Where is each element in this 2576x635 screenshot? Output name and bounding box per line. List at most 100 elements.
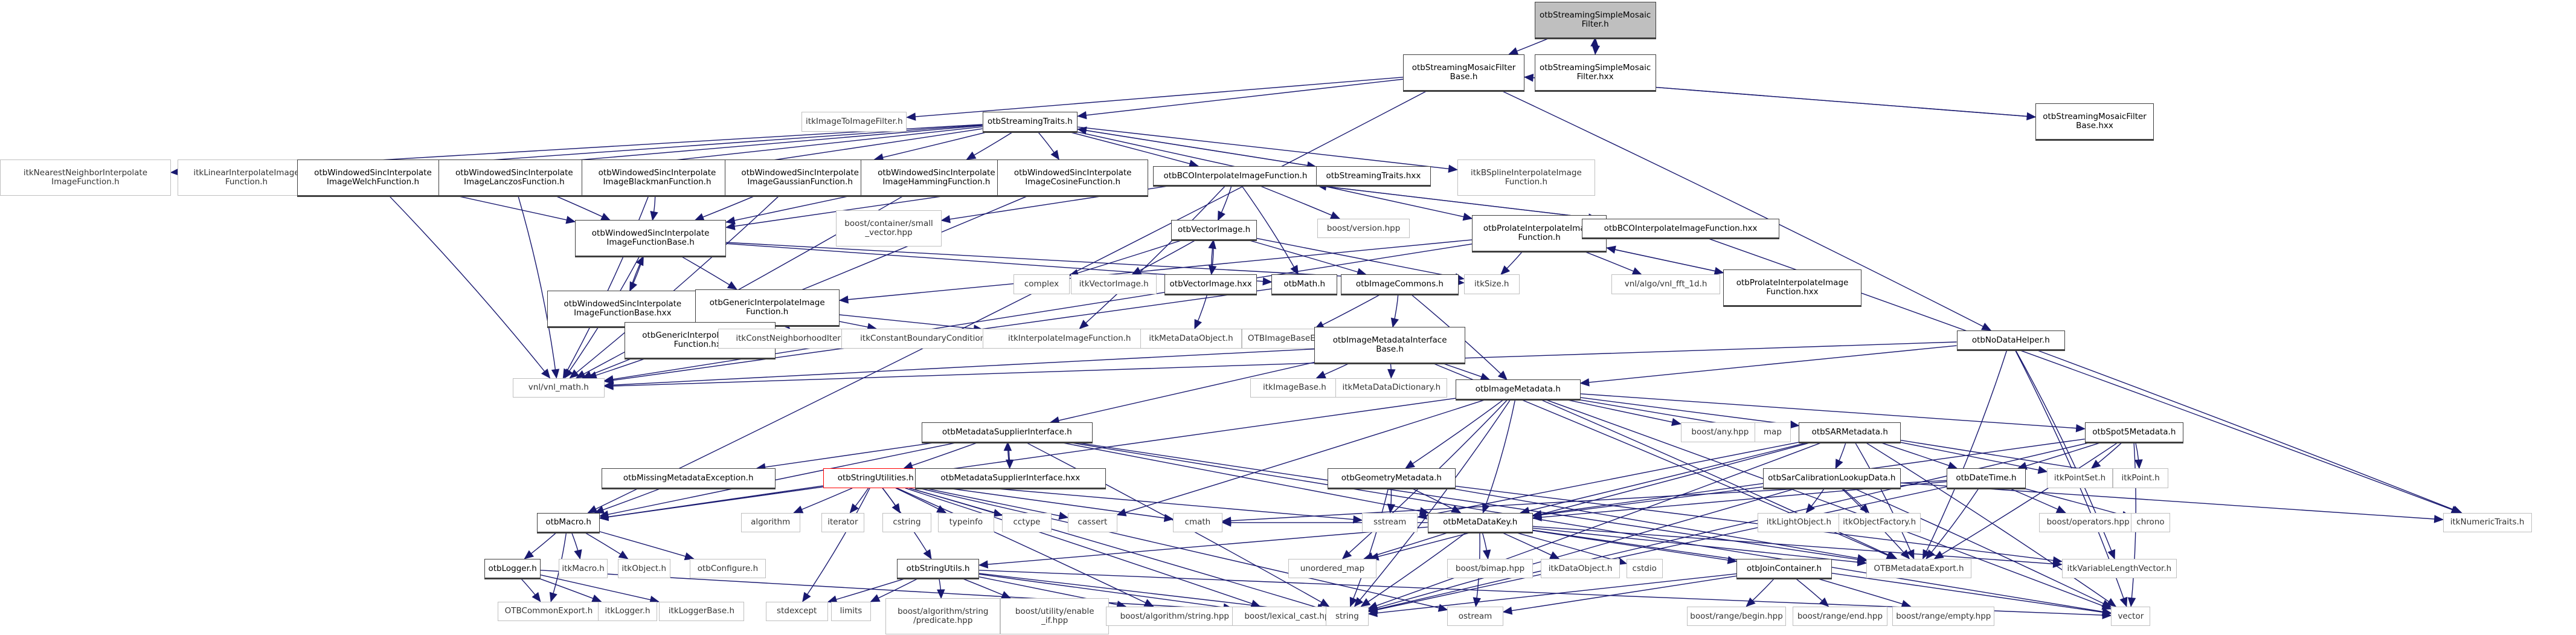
arrowhead-wsBase-to-otbMath: [1262, 277, 1273, 286]
edge-mdKey-to-joinContainer: [1532, 530, 1737, 562]
node-smallVec: boost/container/small _vector.hpp: [836, 210, 942, 247]
node-dateTime[interactable]: otbDateTime.h: [1947, 468, 2026, 488]
node-welch[interactable]: otbWindowedSincInterpolate ImageWelchFun…: [297, 159, 449, 196]
edge-mdKey-to-strUtils: [979, 526, 1428, 566]
node-missingMd[interactable]: otbMissingMetadataException.h: [601, 468, 776, 488]
arrowhead-joinContainer-to-rangeEnd: [1819, 597, 1829, 607]
edge-strUtils-to-boostLexCast: [979, 573, 1233, 609]
node-generic[interactable]: otbGenericInterpolateImage Function.h: [695, 289, 840, 326]
arrowhead-welch-to-vnlMath: [541, 369, 551, 379]
node-imdIfBase[interactable]: otbImageMetadataInterface Base.h: [1314, 327, 1466, 364]
edge-traitsHxx-to-traits: [1078, 129, 1316, 167]
arrowhead-mdKey-to-itkVLV: [2052, 559, 2063, 568]
node-traits[interactable]: otbStreamingTraits.h: [982, 111, 1078, 132]
node-cosine[interactable]: otbWindowedSincInterpolate ImageCosineFu…: [997, 159, 1149, 196]
edge-joinContainer-to-string: [1368, 573, 1737, 614]
node-mosaicBaseHxx[interactable]: otbStreamingMosaicFilter Base.hxx: [2035, 103, 2154, 140]
node-prolate[interactable]: otbProlateInterpolateImage Function.h: [1472, 215, 1607, 252]
node-noData[interactable]: otbNoDataHelper.h: [1956, 330, 2066, 350]
node-map: map: [1754, 422, 1791, 442]
node-traitsHxx[interactable]: otbStreamingTraits.hxx: [1315, 166, 1431, 186]
node-otbCommonExport: OTBCommonExport.h: [498, 601, 600, 622]
node-imgCommons[interactable]: otbImageCommons.h: [1340, 274, 1459, 294]
arrowhead-noData-to-vector: [2119, 596, 2128, 607]
arrowhead-vecImgHxx-to-itkMDO: [1194, 319, 1203, 330]
node-typeinfo: typeinfo: [938, 512, 994, 533]
arrowhead-sarCal-to-vector: [2101, 599, 2112, 608]
node-prolateHxx[interactable]: otbProlateInterpolateImage Function.hxx: [1723, 269, 1861, 306]
edge-imgMd-to-sarMd: [1580, 397, 1799, 427]
arrowhead-noData-to-vnlMath: [603, 382, 614, 390]
arrowhead-wsBaseHxx-to-wsBase: [635, 256, 644, 266]
node-mosaicBase[interactable]: otbStreamingMosaicFilter Base.h: [1402, 54, 1525, 91]
node-boostAlgoString: boost/algorithm/string.hpp: [1105, 606, 1244, 627]
node-geomMd[interactable]: otbGeometryMetadata.h: [1327, 468, 1456, 488]
node-hamming[interactable]: otbWindowedSincInterpolate ImageHammingF…: [861, 159, 1012, 196]
edge-strUtilities-to-cmath: [928, 485, 1174, 520]
node-sarMd[interactable]: otbSARMetadata.h: [1799, 422, 1901, 442]
node-otbMath[interactable]: otbMath.h: [1271, 274, 1338, 294]
arrowhead-geomMd-to-sstream: [1387, 503, 1396, 514]
arrowhead-simpleHxx-to-root: [1590, 37, 1599, 47]
node-itkLogger: itkLogger.h: [598, 601, 657, 622]
node-chrono: chrono: [2130, 512, 2171, 533]
arrowhead-joinContainer-to-ostream: [1502, 607, 1513, 615]
node-sarCal[interactable]: otbSarCalibrationLookupData.h: [1762, 468, 1901, 488]
node-boostEnableIf: boost/utility/enable _if.hpp: [1000, 598, 1109, 634]
node-root[interactable]: otbStreamingSimpleMosaic Filter.h: [1534, 1, 1656, 38]
node-simpleHxx[interactable]: otbStreamingSimpleMosaic Filter.hxx: [1534, 54, 1656, 91]
node-mdSupplier[interactable]: otbMetadataSupplierInterface.h: [921, 422, 1093, 442]
node-vecImg[interactable]: otbVectorImage.h: [1171, 220, 1257, 240]
edge-wsBase-to-generic: [681, 256, 737, 290]
node-complex: complex: [1013, 274, 1070, 294]
arrowhead-joinContainer-to-rangeBegin: [1746, 597, 1756, 607]
arrowhead-mdSupplierHxx-to-mdSupplier: [1003, 441, 1012, 451]
node-vecImgHxx[interactable]: otbVectorImage.hxx: [1164, 274, 1257, 294]
node-gaussian[interactable]: otbWindowedSincInterpolate ImageGaussian…: [724, 159, 876, 196]
arrowhead-vecImg-to-vecImgHxx: [1208, 265, 1217, 276]
arrowhead-strUtilities-to-cstring: [891, 503, 901, 514]
arrowhead-mdKey-to-string: [1360, 598, 1371, 607]
arrowhead-root-to-mosaicBase: [1508, 47, 1519, 55]
node-strUtilities[interactable]: otbStringUtilities.h: [823, 468, 928, 488]
node-itkObject: itkObject.h: [617, 558, 670, 579]
node-imgMd[interactable]: otbImageMetadata.h: [1455, 379, 1581, 399]
edge-mdKey-to-otbMdExport: [1532, 527, 1867, 564]
node-boostBimap: boost/bimap.hpp: [1447, 558, 1533, 579]
edge-missingMd-to-otbMacro: [595, 488, 662, 514]
node-otbMacro[interactable]: otbMacro.h: [537, 512, 600, 533]
arrowhead-imgMd-to-boostAny: [1671, 417, 1681, 427]
edge-imdIfBase-to-vnlMath: [604, 348, 1315, 386]
node-itkImgBase: itkImageBase.h: [1250, 378, 1339, 398]
arrowhead-imdIfBase-to-itkMDD: [1387, 369, 1396, 379]
edge-bco-to-itkInterp: [1079, 185, 1226, 329]
node-blackman[interactable]: otbWindowedSincInterpolate ImageBlackman…: [581, 159, 733, 196]
edge-strUtilities-to-boostLexCast: [905, 488, 1261, 607]
arrowhead-bco-to-vecImg: [1217, 210, 1225, 221]
edge-otbMacro-to-otbConfigure: [599, 531, 694, 559]
edge-strUtilities-to-sstream: [928, 482, 1362, 521]
edge-imgMd-to-boostAny: [1564, 399, 1681, 425]
node-bcoHxx[interactable]: otbBCOInterpolateImageFunction.hxx: [1582, 218, 1779, 239]
node-otbLogger[interactable]: otbLogger.h: [484, 558, 541, 579]
node-itkMDO: itkMetaDataObject.h: [1140, 329, 1242, 349]
edge-sarCal-to-itkNumTraits: [1901, 482, 2443, 520]
node-spot5[interactable]: otbSpot5Metadata.h: [2084, 422, 2183, 442]
node-itkMDD: itkMetaDataDictionary.h: [1335, 378, 1448, 398]
edge-sarMd-to-string: [1368, 442, 1823, 609]
node-mdSupplierHxx[interactable]: otbMetadataSupplierInterface.hxx: [915, 468, 1106, 488]
edge-mdSupplier-to-missingMd: [756, 441, 939, 469]
node-strUtils[interactable]: otbStringUtils.h: [897, 558, 980, 579]
node-itkLin: itkLinearInterpolateImage Function.h: [177, 159, 316, 196]
node-wsBase[interactable]: otbWindowedSincInterpolate ImageFunction…: [575, 220, 727, 257]
arrowhead-mosaicBase-to-itkI2I: [906, 112, 916, 121]
arrowhead-mdKey-to-cmath: [1221, 518, 1232, 527]
arrowhead-hamming-to-vnlMath: [576, 370, 586, 379]
node-lanczos[interactable]: otbWindowedSincInterpolate ImageLanczosF…: [438, 159, 590, 196]
node-itkDataObj: itkDataObject.h: [1541, 558, 1620, 579]
node-joinContainer[interactable]: otbJoinContainer.h: [1736, 558, 1832, 579]
node-bco[interactable]: otbBCOInterpolateImageFunction.h: [1153, 166, 1318, 186]
node-mdKey[interactable]: otbMetaDataKey.h: [1427, 512, 1533, 533]
arrowhead-mosaicBase-to-noData: [1980, 323, 1992, 331]
edge-imgMd-to-cassert: [1117, 399, 1487, 515]
